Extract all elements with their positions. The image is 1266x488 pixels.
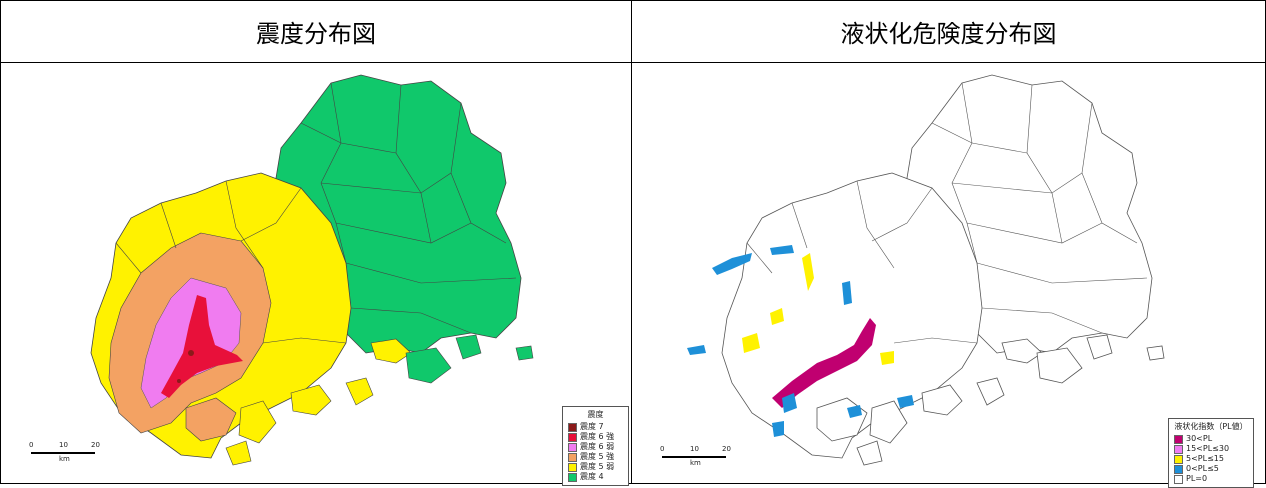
legend-swatch xyxy=(1174,434,1183,444)
liquefaction-low-zone xyxy=(772,421,784,437)
municipal-boundaries-outline xyxy=(746,82,1148,344)
scale-tick-0: 0 xyxy=(660,445,665,453)
liquefaction-map-panel: 液状化指数（PL値） 30<PL 15<PL≤30 5<PL≤15 0<PL≤5… xyxy=(632,63,1265,488)
legend-label: 震度 6 強 xyxy=(580,432,615,441)
liquefaction-legend-title: 液状化指数（PL値） xyxy=(1174,422,1248,431)
header-liquefaction-risk: 液状化危険度分布図 xyxy=(840,20,1057,48)
intensity-legend: 震度 震度 7 震度 6 強 震度 6 弱 震度 5 強 震度 5 弱 震度 4 xyxy=(562,406,629,486)
legend-label: 震度 5 強 xyxy=(580,452,615,461)
seismic-intensity-map-panel: 震度 震度 7 震度 6 強 震度 6 弱 震度 5 強 震度 5 弱 震度 4… xyxy=(1,63,631,486)
legend-swatch xyxy=(568,422,577,432)
island-outline xyxy=(869,400,908,444)
island xyxy=(185,397,237,442)
scale-bar: 0 10 20 km xyxy=(29,441,109,465)
scale-unit: km xyxy=(59,455,70,463)
scale-tick-10: 10 xyxy=(690,445,699,453)
legend-item: 震度 7 xyxy=(568,422,623,432)
island-outline xyxy=(921,384,963,416)
island xyxy=(345,377,374,406)
legend-label: 震度 6 弱 xyxy=(580,442,615,451)
scale-tick-20: 20 xyxy=(722,445,731,453)
legend-swatch xyxy=(1174,474,1183,484)
island-outline xyxy=(1001,338,1043,364)
legend-label: PL=0 xyxy=(1186,474,1208,483)
intensity-7-patch xyxy=(177,379,181,383)
liquefaction-moderate-zone xyxy=(742,333,760,353)
legend-swatch xyxy=(568,462,577,472)
intensity-legend-title: 震度 xyxy=(587,410,604,419)
legend-item: 0<PL≤5 xyxy=(1174,464,1248,474)
scale-unit: km xyxy=(690,459,701,467)
legend-swatch xyxy=(568,452,577,462)
legend-label: 30<PL xyxy=(1186,434,1213,443)
liquefaction-low-zone xyxy=(712,253,752,275)
island-outline xyxy=(1146,345,1165,361)
liquefaction-low-zone xyxy=(782,393,797,413)
scale-bar-line xyxy=(31,452,95,454)
island xyxy=(290,384,332,416)
legend-item: 震度 5 強 xyxy=(568,452,623,462)
liquefaction-legend: 液状化指数（PL値） 30<PL 15<PL≤30 5<PL≤15 0<PL≤5… xyxy=(1168,418,1254,488)
island-outline xyxy=(1036,347,1083,384)
legend-swatch xyxy=(1174,464,1183,474)
liquefaction-moderate-zone xyxy=(880,351,894,365)
liquefaction-map xyxy=(687,74,1165,466)
scale-tick-0: 0 xyxy=(29,441,34,449)
island xyxy=(405,347,452,384)
legend-item: 30<PL xyxy=(1174,434,1248,444)
island-outline xyxy=(1086,334,1113,360)
liquefaction-low-zone xyxy=(770,245,794,255)
legend-item: 5<PL≤15 xyxy=(1174,454,1248,464)
island xyxy=(455,334,482,360)
column-divider xyxy=(631,1,632,483)
island xyxy=(515,345,534,361)
liquefaction-low-zone xyxy=(842,281,852,305)
liquefaction-low-zone xyxy=(847,405,862,418)
island-outline xyxy=(976,377,1005,406)
legend-item: 震度 6 強 xyxy=(568,432,623,442)
island xyxy=(238,400,277,444)
liquefaction-low-zone xyxy=(897,395,914,408)
legend-label: 5<PL≤15 xyxy=(1186,454,1224,463)
liquefaction-low-zone xyxy=(687,345,706,355)
legend-label: 震度 5 弱 xyxy=(580,462,615,471)
seismic-intensity-map xyxy=(90,74,534,466)
legend-swatch xyxy=(1174,444,1183,454)
legend-swatch xyxy=(1174,454,1183,464)
island-outline xyxy=(856,440,883,466)
legend-label: 震度 4 xyxy=(580,472,604,481)
legend-item: 震度 4 xyxy=(568,472,623,482)
legend-item: 震度 6 弱 xyxy=(568,442,623,452)
legend-label: 15<PL≤30 xyxy=(1186,444,1230,453)
island xyxy=(370,338,412,364)
scale-tick-20: 20 xyxy=(91,441,100,449)
municipal-boundaries xyxy=(115,82,517,344)
legend-swatch xyxy=(568,432,577,442)
legend-swatch xyxy=(568,472,577,482)
intensity-7-patch xyxy=(188,350,194,356)
liquefaction-moderate-zone xyxy=(802,253,814,291)
header-divider xyxy=(1,62,1265,63)
legend-item: 15<PL≤30 xyxy=(1174,444,1248,454)
liquefaction-moderate-zone xyxy=(770,308,784,325)
header-seismic-intensity: 震度分布図 xyxy=(256,20,376,48)
legend-swatch xyxy=(568,442,577,452)
legend-item: PL=0 xyxy=(1174,474,1248,484)
scale-bar-line xyxy=(662,456,726,458)
legend-item: 震度 5 弱 xyxy=(568,462,623,472)
liquefaction-very-high-zone xyxy=(772,318,876,408)
legend-label: 震度 7 xyxy=(580,422,604,431)
scale-tick-10: 10 xyxy=(59,441,68,449)
scale-bar: 0 10 20 km xyxy=(660,445,740,469)
island xyxy=(225,440,252,466)
intensity-6-upper-zone xyxy=(161,295,243,398)
legend-label: 0<PL≤5 xyxy=(1186,464,1219,473)
